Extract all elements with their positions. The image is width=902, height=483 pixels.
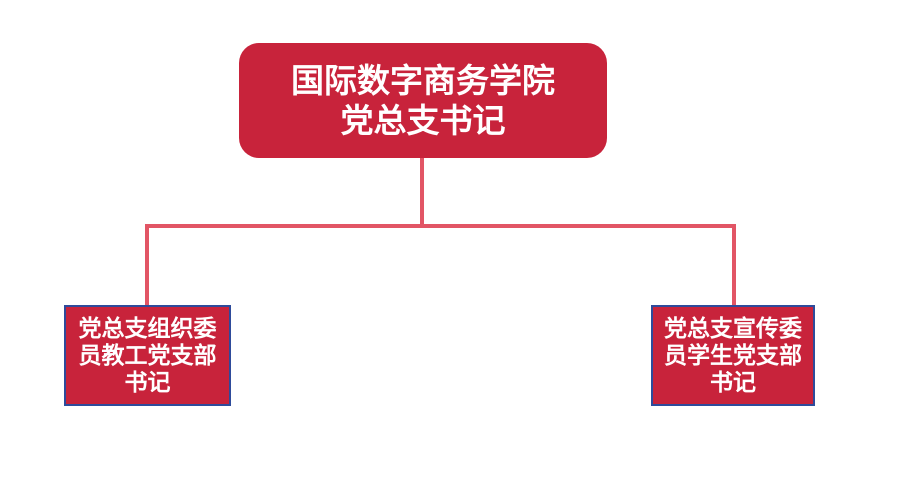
node-party-general-branch-secretary[interactable]: 国际数字商务学院 党总支书记 — [239, 43, 607, 158]
connector-left-drop — [145, 226, 149, 305]
node-organization-committee-teacher-branch-secretary[interactable]: 党总支组织委 员教工党支部 书记 — [64, 305, 231, 406]
node-label-line: 国际数字商务学院 — [291, 61, 555, 99]
node-label-line: 员学生党支部 — [664, 342, 802, 368]
node-publicity-committee-student-branch-secretary[interactable]: 党总支宣传委 员学生党支部 书记 — [651, 305, 815, 406]
node-label-line: 党总支书记 — [340, 101, 506, 139]
node-label-line: 书记 — [124, 369, 171, 395]
node-label-line: 书记 — [710, 369, 756, 395]
connector-horizontal-line — [145, 224, 736, 228]
connector-right-drop — [732, 226, 736, 305]
node-label-line: 党总支宣传委 — [664, 315, 802, 341]
connector-root-stem — [420, 157, 424, 226]
node-label-line: 党总支组织委 — [78, 315, 217, 341]
node-label-line: 员教工党支部 — [78, 342, 217, 368]
